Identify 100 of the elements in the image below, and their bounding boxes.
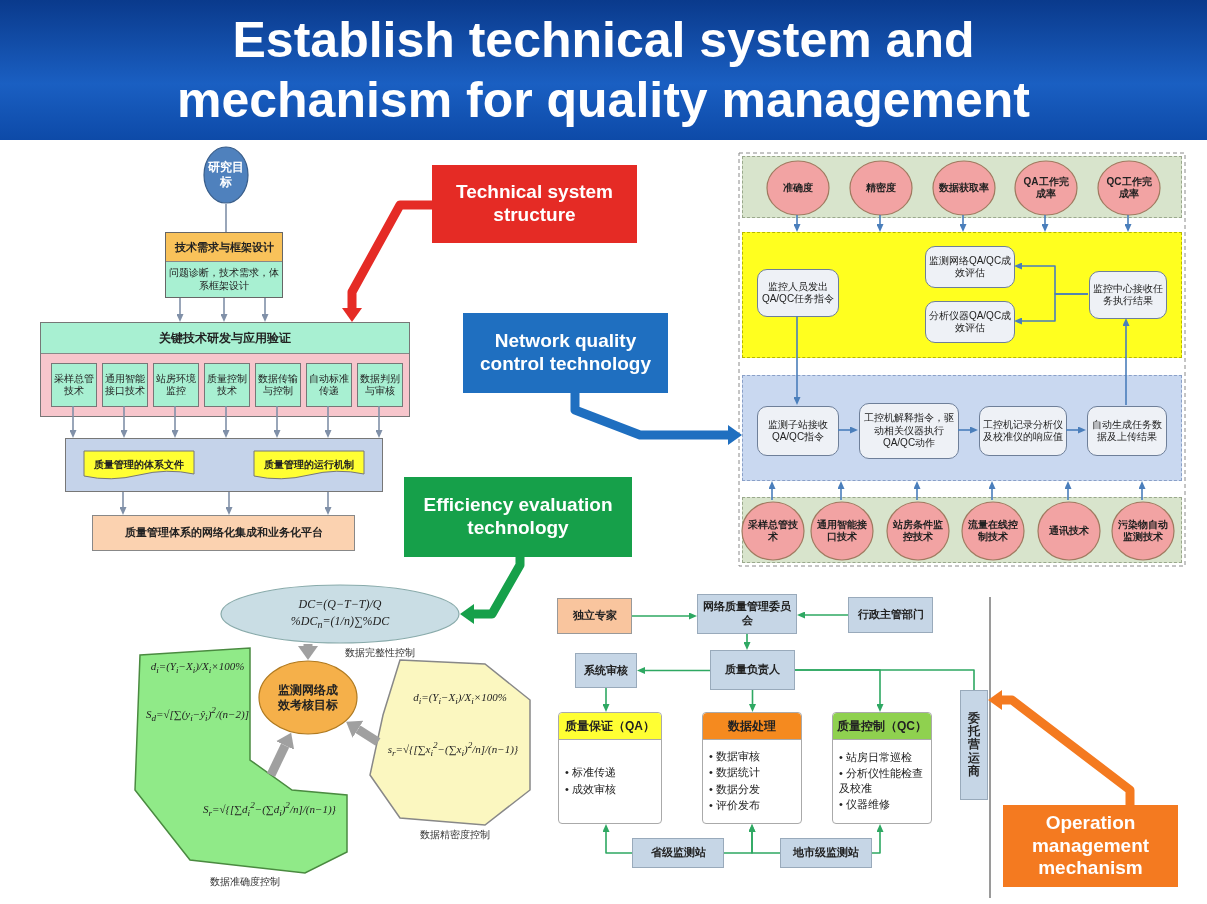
- box-text: 质量控制技术: [206, 372, 248, 398]
- box-text: 质量负责人: [724, 663, 781, 677]
- node-label: 数据精密度控制: [419, 828, 491, 842]
- box-text: 监控人员发出QA/QC任务指令: [760, 280, 836, 306]
- list-item: • 数据统计: [709, 765, 761, 780]
- box-text: 网络质量管理委员会: [702, 600, 792, 628]
- box-text: 监控中心接收任务执行结果: [1092, 282, 1164, 308]
- org-box: [575, 653, 637, 688]
- target-ellipse: [258, 660, 358, 735]
- list-item: • 评价发布: [709, 797, 761, 813]
- box-text: 站房环境监控: [155, 372, 197, 398]
- box-text: 系统审核: [583, 663, 629, 678]
- formula: %DC$_{n}$=(1/n)∑%DC: [290, 612, 390, 632]
- arrow: [273, 405, 281, 437]
- box-header: 质量保证（QA）: [559, 713, 661, 740]
- formula: S$_{d}$=√[∑(y$_{i}$−ŷ$_{i}$)$^{2}$/(n−2)]: [145, 705, 250, 725]
- arrow: [913, 482, 921, 501]
- org-box: [780, 838, 872, 868]
- process-box: [757, 406, 839, 456]
- indicator-circle: [961, 501, 1025, 561]
- box-text: 质量管理体系的网络化集成和业务化平台: [123, 526, 324, 540]
- process-box: [153, 363, 199, 407]
- block-arrow: [346, 721, 381, 746]
- process-box: [306, 363, 352, 407]
- org-box: [557, 598, 632, 634]
- box-text: QC工作完成率: [1105, 175, 1153, 201]
- box-text: 工控机解释指令，驱动相关仪器执行QA/QC动作: [863, 412, 955, 450]
- box-text: QA工作完成率: [1022, 175, 1070, 201]
- process-box: [979, 406, 1067, 456]
- box-text: 流量在线控制技术: [967, 518, 1019, 544]
- callout-text: Efficiency evaluation technology: [422, 494, 614, 540]
- arrow: [1124, 214, 1132, 231]
- box-text: 委托营运商: [968, 712, 980, 778]
- box-text: 站房条件监控技术: [892, 518, 944, 544]
- process-box: [255, 363, 301, 407]
- indicator-circle: [1014, 160, 1078, 216]
- indicator-circle: [1097, 160, 1161, 216]
- document-shape: [83, 450, 195, 480]
- arrow: [1015, 293, 1089, 325]
- indicator-circle: [741, 501, 805, 561]
- callout-box: [404, 477, 632, 557]
- box-header: 质量控制（QC）: [833, 713, 931, 740]
- arrow: [120, 405, 128, 437]
- indicator-circle: [886, 501, 950, 561]
- list-item: • 站房日常巡检: [839, 749, 913, 765]
- process-box: [165, 232, 283, 298]
- arrow: [324, 491, 332, 514]
- process-box: [204, 363, 250, 407]
- arrow: [959, 214, 967, 231]
- arrow: [375, 405, 383, 437]
- card: [832, 712, 932, 824]
- box-header: 关键技术研发与应用验证: [41, 323, 409, 354]
- process-box: [859, 403, 959, 459]
- formula-polygon: [135, 645, 347, 873]
- arrow: [876, 214, 884, 231]
- box-text: 监测网络QA/QC成效评估: [927, 254, 1013, 280]
- indicator-circle: [1037, 501, 1101, 561]
- arrow: [220, 297, 228, 321]
- box-text: 自动生成任务数据及上传结果: [1091, 418, 1163, 444]
- arrow: [324, 405, 332, 437]
- arrow: [222, 405, 230, 437]
- box-text: 数据传输与控制: [257, 372, 299, 398]
- process-box: [925, 246, 1015, 288]
- process-box: [757, 269, 839, 317]
- band: [742, 156, 1182, 218]
- callout-box: [463, 313, 668, 393]
- box-text: 监测子站接收QA/QC指令: [767, 418, 829, 444]
- box-text: 准确度: [782, 181, 814, 195]
- box-text: 分析仪器QA/QC成效评估: [927, 309, 1013, 335]
- box-text: 数据获取率: [938, 181, 990, 195]
- document-shape: [253, 450, 365, 480]
- list-item: • 数据分发: [709, 781, 761, 796]
- box-text: 工控机记录分析仪及校准仪的响应值: [982, 418, 1064, 444]
- arrow: [225, 491, 233, 514]
- formula: S$_{r}$=√{[∑d$_{i}$$^{2}$−(∑d$_{i}$)$^{2}$/n]/(n−1)}: [202, 800, 337, 820]
- box-text: 通用智能接口技术: [104, 372, 146, 398]
- box-text: 精密度: [865, 181, 897, 195]
- goal-circle: [203, 146, 249, 204]
- formula: d$_{i}$=(Y$_{i}$−X$_{i}$)/X$_{i}$×100%: [149, 659, 246, 678]
- process-box: [1087, 406, 1167, 456]
- block-arrow: [460, 557, 525, 621]
- callout-box: [432, 165, 637, 243]
- arrow: [602, 825, 633, 854]
- formula-polygon: [370, 660, 530, 825]
- process-box: [1089, 271, 1167, 319]
- org-box: [960, 690, 988, 800]
- callout-text: Technical system structure: [455, 181, 614, 227]
- band: [742, 497, 1182, 563]
- group-box: [40, 322, 410, 417]
- block-arrow: [301, 644, 315, 660]
- arrow: [743, 633, 751, 649]
- arrow: [798, 611, 849, 619]
- list-item: • 成效审核: [565, 781, 617, 796]
- box-text: 问题诊断，技术需求，体系框架设计: [169, 266, 279, 293]
- process-box: [92, 515, 355, 551]
- list-item: • 标准传递: [565, 765, 617, 780]
- arrow: [957, 426, 977, 434]
- org-box: [710, 650, 795, 690]
- formula: s$_{r}$=√{[∑x$_{i}$$^{2}$−(∑x$_{i}$)$^{2}$/n]/(n−1)}: [386, 740, 520, 760]
- box-text: 研究目标: [207, 160, 245, 190]
